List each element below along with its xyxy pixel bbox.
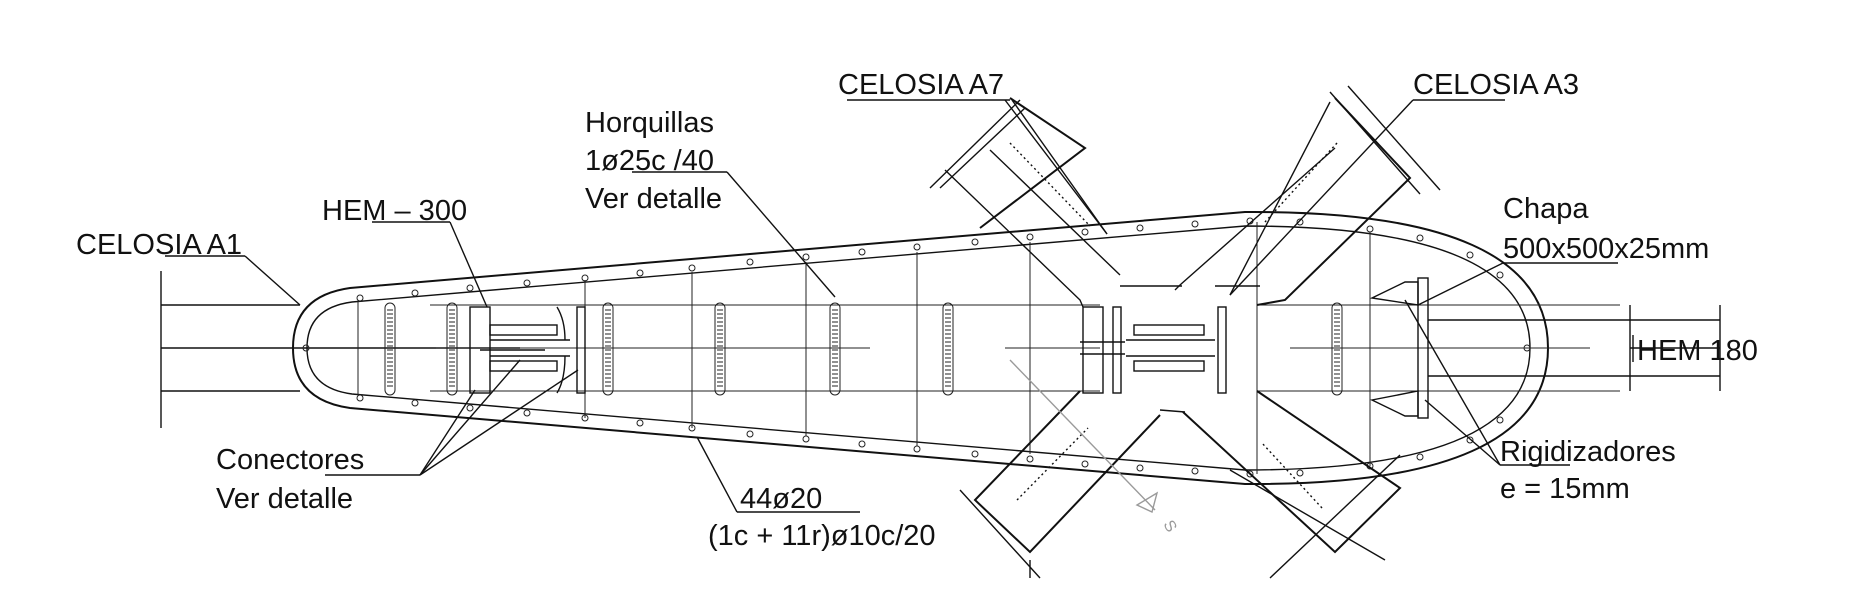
label-rigidizadores: Rigidizadores (1500, 436, 1676, 468)
leader-lines (165, 99, 1634, 513)
rebar-21 (1496, 271, 1504, 279)
label-celosia-a3: CELOSIA A3 (1413, 69, 1579, 101)
hairpin-6 (1331, 302, 1343, 396)
label-conectores: Conectores (216, 444, 364, 476)
hairpin-5 (942, 302, 954, 396)
rebar-14 (1136, 224, 1144, 232)
rebar-42 (1466, 436, 1474, 444)
rebar-41 (1416, 453, 1424, 461)
rebar-10 (913, 243, 921, 251)
label-armadura-estribos: (1c + 11r)ø10c/20 (708, 520, 936, 552)
central-node-profile (1080, 306, 1227, 394)
rebar-5 (636, 269, 644, 277)
rebar-0 (356, 294, 364, 302)
rebar-15 (1191, 220, 1199, 228)
rebar-7 (746, 258, 754, 266)
rebar-20 (1466, 251, 1474, 259)
rebar-29 (746, 430, 754, 438)
rebar-24 (466, 404, 474, 412)
rebar-34 (1026, 455, 1034, 463)
rebar-17 (1296, 218, 1304, 226)
rebar-37 (1191, 467, 1199, 475)
rebar-11 (971, 238, 979, 246)
label-celosia-a7: CELOSIA A7 (838, 69, 1004, 101)
hem-300-profile (469, 306, 586, 394)
rebar-6 (688, 264, 696, 272)
label-chapa: Chapa (1503, 193, 1589, 225)
label-hem-300: HEM – 300 (322, 195, 467, 227)
hairpin-4 (829, 302, 841, 396)
label-chapa-dimensions: 500x500x25mm (1503, 233, 1709, 265)
rebar-12 (1026, 233, 1034, 241)
rebar-36 (1136, 464, 1144, 472)
rebar-39 (1296, 469, 1304, 477)
rebar-8 (802, 253, 810, 261)
concrete-outline (291, 210, 1550, 486)
rebar-32 (913, 445, 921, 453)
rebar-43 (1496, 416, 1504, 424)
rebar-38 (1246, 470, 1254, 478)
label-horquillas: Horquillas (585, 107, 714, 139)
section-cut-mark: S (1009, 359, 1180, 536)
label-conectores-detail: Ver detalle (216, 483, 353, 515)
rebar-18 (1366, 225, 1374, 233)
rebar-25 (523, 409, 531, 417)
rebar-22 (356, 394, 364, 402)
hairpins (384, 302, 1343, 396)
label-horquillas-detail: Ver detalle (585, 183, 722, 215)
rebar-1 (411, 289, 419, 297)
label-hem-180: HEM 180 (1637, 335, 1758, 367)
stirrups (357, 222, 1620, 474)
rebar-2 (466, 284, 474, 292)
label-celosia-a1: CELOSIA A1 (76, 229, 242, 261)
rebar-33 (971, 450, 979, 458)
hairpin-3 (714, 302, 726, 396)
rebar-3 (523, 279, 531, 287)
right-hem-180-profile (1630, 305, 1721, 391)
hairpin-1 (446, 302, 458, 396)
rebar-27 (636, 419, 644, 427)
hairpin-0 (384, 302, 396, 396)
rebar-9 (858, 248, 866, 256)
hairpin-2 (602, 302, 614, 396)
label-rigidizadores-thickness: e = 15mm (1500, 473, 1630, 505)
section-cut-label: S (1160, 518, 1180, 536)
label-armadura-longitudinal: 44ø20 (740, 483, 822, 515)
annotation-labels: CELOSIA A1 HEM – 300 Horquillas 1ø25c /4… (76, 69, 1758, 552)
label-horquillas-spec: 1ø25c /40 (585, 145, 714, 177)
rebar-30 (802, 435, 810, 443)
rebar-19 (1416, 234, 1424, 242)
rebar-35 (1081, 460, 1089, 468)
left-hem-profile (160, 271, 520, 428)
rebar-44 (302, 344, 310, 352)
rebar-31 (858, 440, 866, 448)
rebar-13 (1081, 228, 1089, 236)
diagonal-lattice (929, 85, 1441, 579)
rebar-23 (411, 399, 419, 407)
